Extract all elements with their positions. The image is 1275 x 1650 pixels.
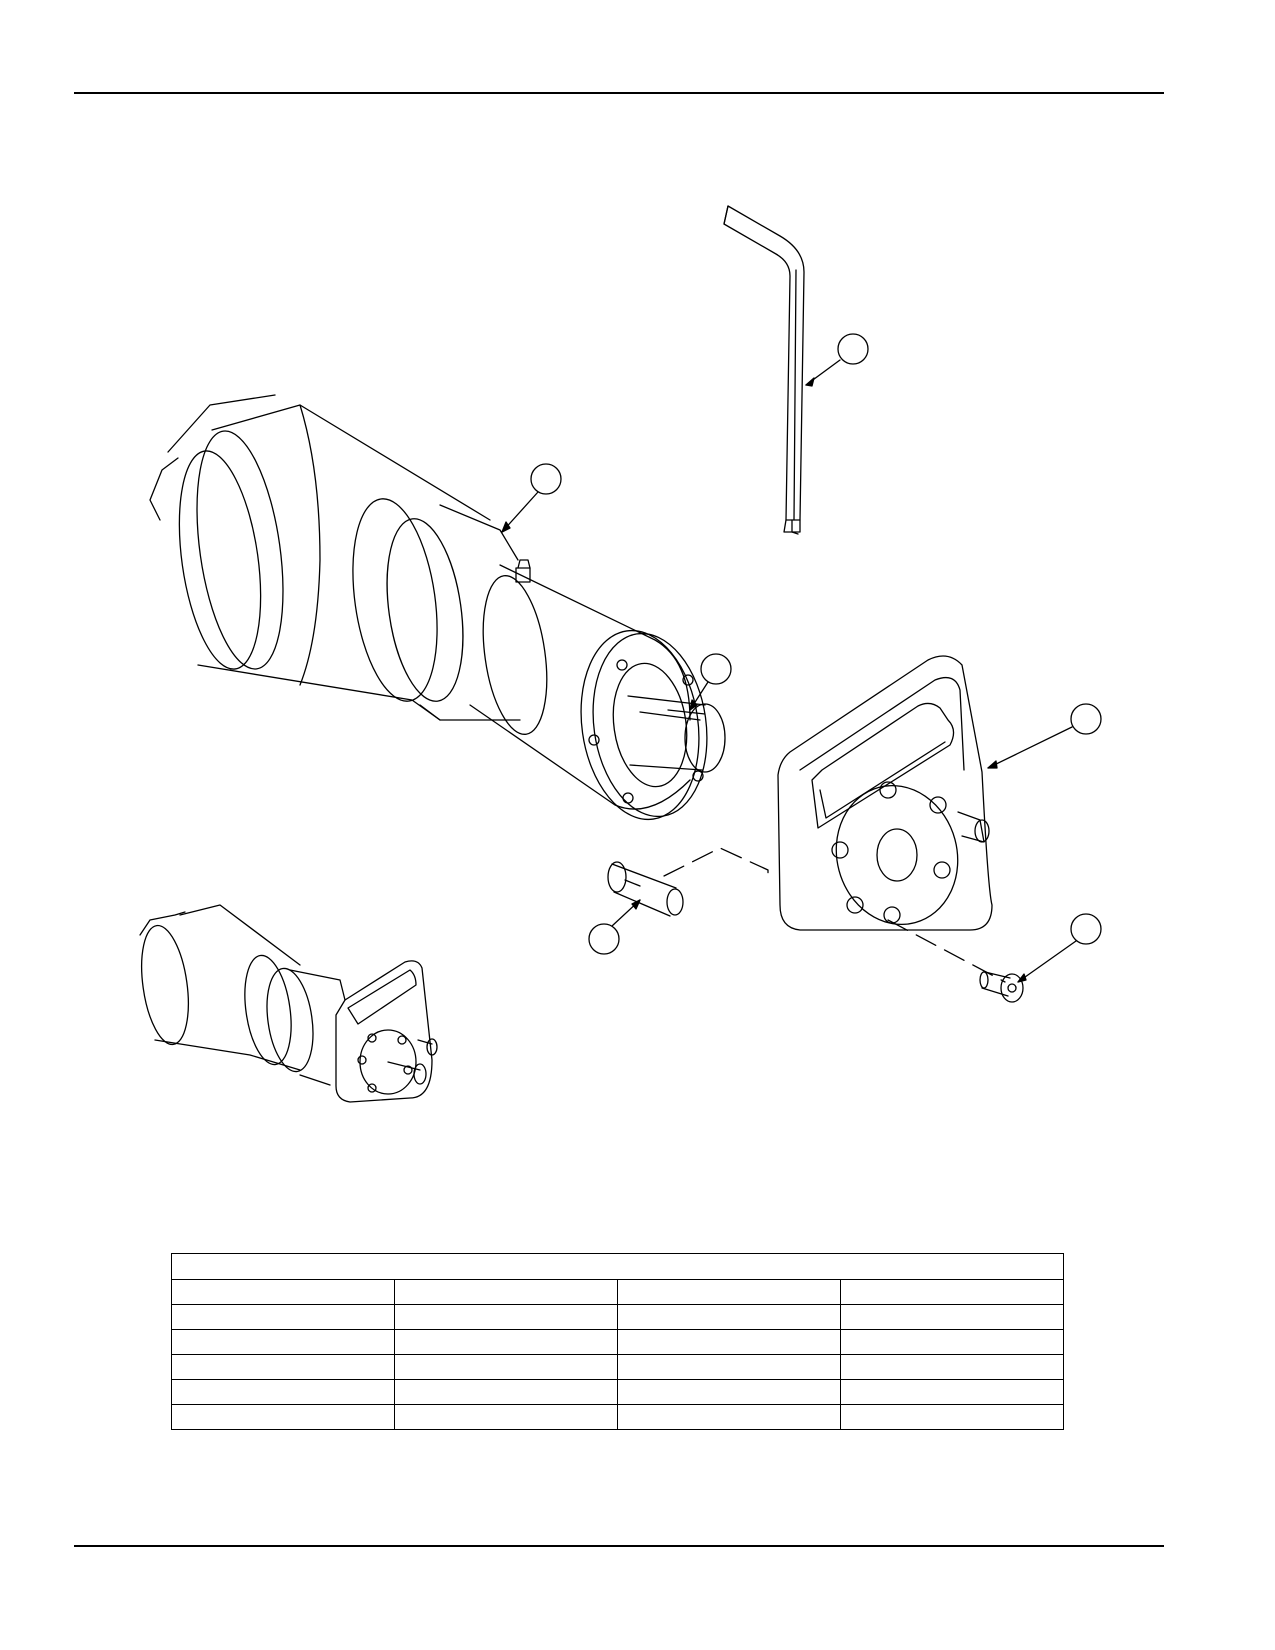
- hex-key: [723, 205, 805, 535]
- table-row: [171, 1379, 1064, 1405]
- table-cell: [617, 1329, 841, 1355]
- header-cell: [840, 1279, 1064, 1305]
- parts-list-table: [171, 1253, 1064, 1430]
- table-row: [171, 1404, 1064, 1430]
- table-cell: [171, 1354, 395, 1380]
- table-cell: [394, 1379, 618, 1405]
- footer-rule: [74, 1545, 1164, 1547]
- header-cell: [171, 1279, 395, 1305]
- table-cell: [394, 1329, 618, 1355]
- assembly-centerline: [663, 847, 1006, 983]
- callout-hex-key: [837, 333, 869, 365]
- table-cell: [171, 1379, 395, 1405]
- table-cell: [394, 1304, 618, 1330]
- callout-screw: [1070, 913, 1102, 945]
- table-row: [171, 1329, 1064, 1355]
- exploded-assembly-drawing: [139, 205, 1102, 1103]
- table-cell: [840, 1329, 1064, 1355]
- table-cell: [171, 1404, 395, 1430]
- table-cell: [840, 1354, 1064, 1380]
- table-cell: [394, 1404, 618, 1430]
- mounting-plate: [777, 655, 993, 931]
- dowel-pin: [607, 861, 684, 917]
- table-cell: [617, 1404, 841, 1430]
- callouts: [501, 333, 1102, 983]
- table-row: [171, 1354, 1064, 1380]
- callout-mounting-plate: [1070, 703, 1102, 735]
- table-cell: [617, 1354, 841, 1380]
- table-header-row: [171, 1279, 1064, 1305]
- assembled-view-small: [139, 904, 438, 1103]
- table-cell: [171, 1304, 395, 1330]
- table-cell: [171, 1329, 395, 1355]
- callout-shaft: [700, 653, 732, 685]
- table-title-row: [171, 1253, 1064, 1280]
- table-title: [171, 1253, 1064, 1280]
- table-cell: [394, 1354, 618, 1380]
- motor-large: [149, 394, 726, 821]
- table-cell: [840, 1379, 1064, 1405]
- header-rule: [74, 92, 1164, 94]
- header-cell: [617, 1279, 841, 1305]
- table-row: [171, 1304, 1064, 1330]
- table-cell: [617, 1304, 841, 1330]
- table-cell: [840, 1404, 1064, 1430]
- header-cell: [394, 1279, 618, 1305]
- table-cell: [617, 1379, 841, 1405]
- table-cell: [840, 1304, 1064, 1330]
- callout-gear-collar: [530, 463, 562, 495]
- flat-head-screw: [979, 971, 1024, 1003]
- callout-pin: [588, 923, 620, 955]
